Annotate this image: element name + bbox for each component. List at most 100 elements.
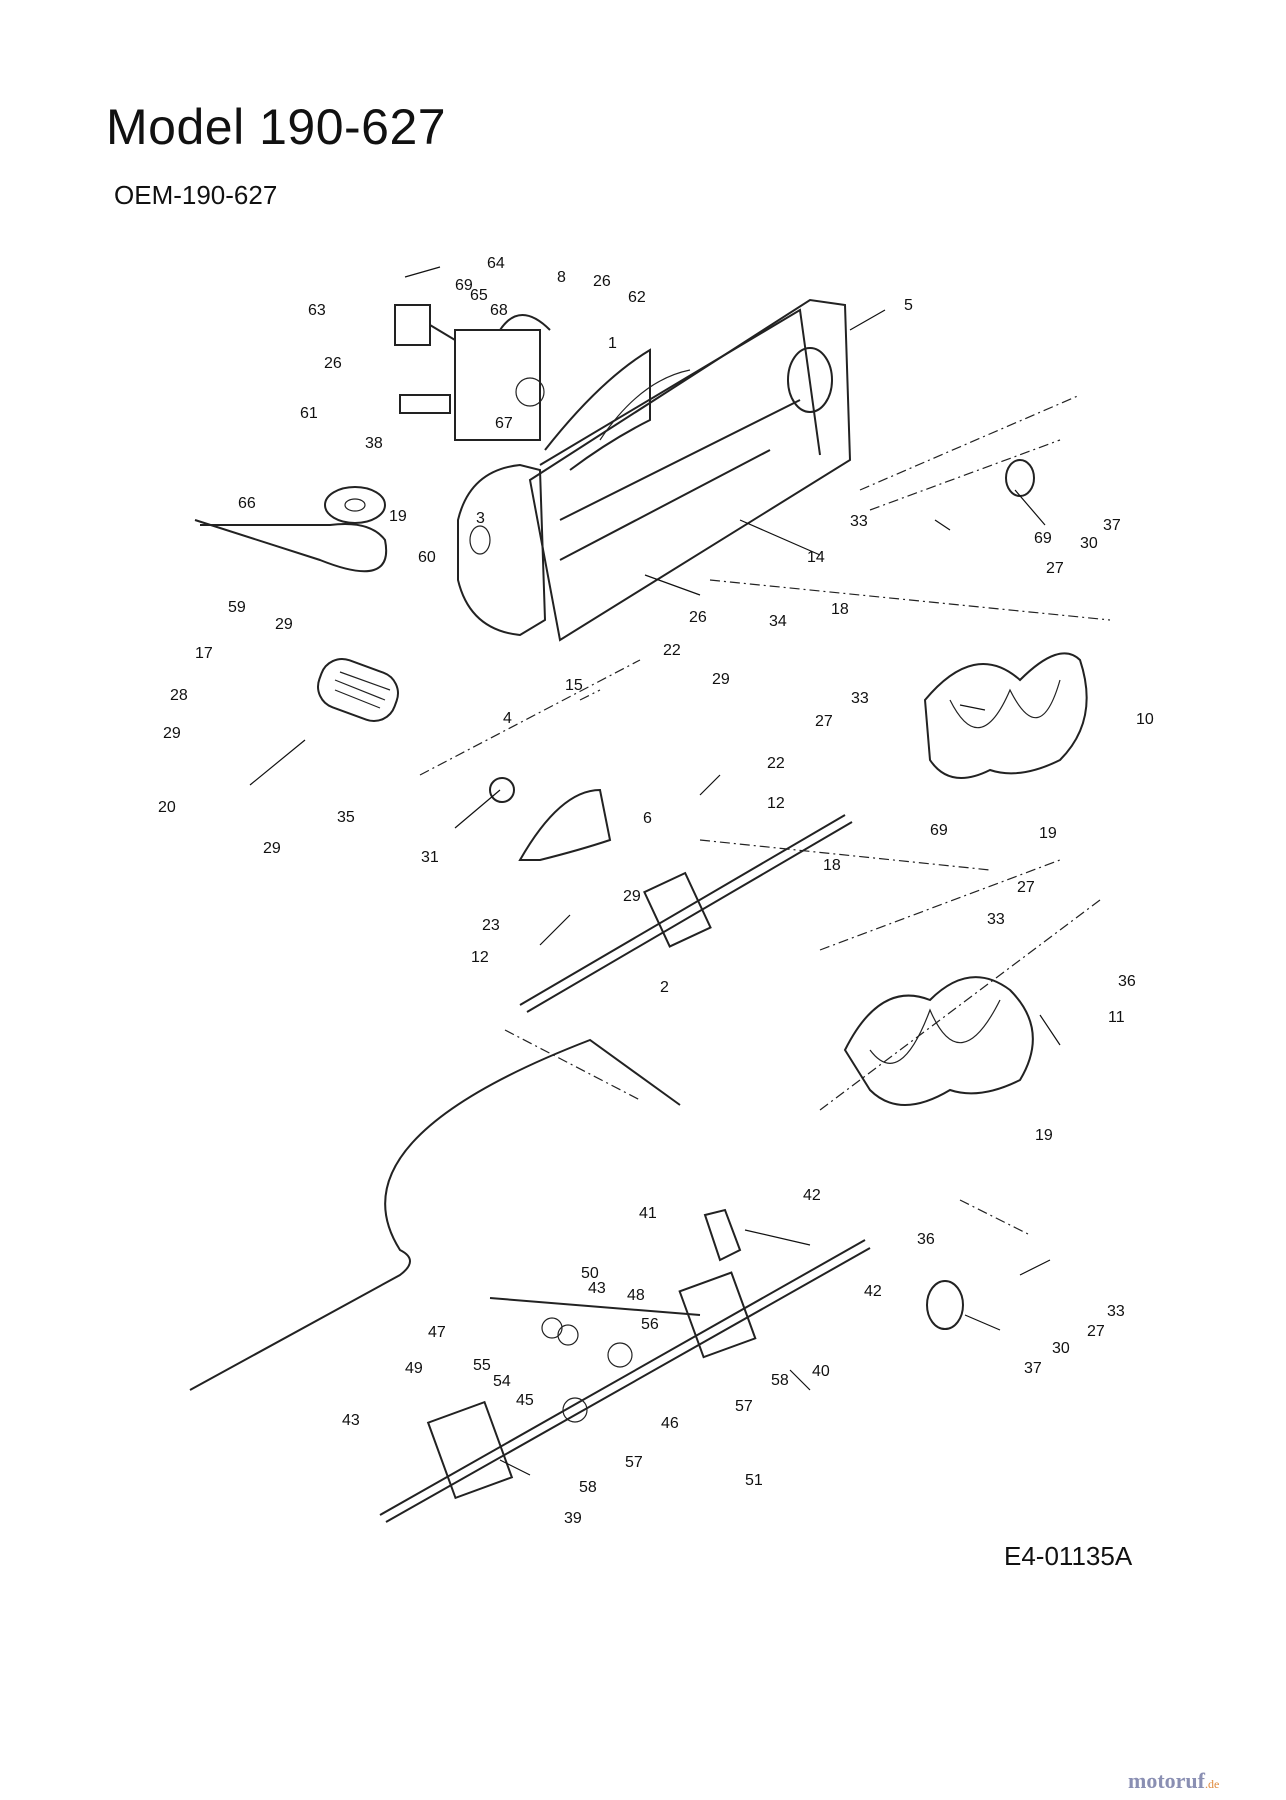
callout-17: 17	[195, 645, 213, 662]
callout-27: 27	[1087, 1323, 1105, 1340]
callout-43: 43	[588, 1280, 606, 1297]
callout-19: 19	[1035, 1127, 1053, 1144]
callout-67: 67	[495, 415, 513, 432]
callout-39: 39	[564, 1510, 582, 1527]
callout-18: 18	[823, 857, 841, 874]
callout-42: 42	[864, 1283, 882, 1300]
watermark-brand: motoruf	[1128, 1768, 1205, 1793]
callout-51: 51	[745, 1472, 763, 1489]
callout-labels: 64 69 8 26 6 5 63 68 62 15 26 61 67 38 66 19 3 60 37 33 69 30…	[158, 255, 1154, 1527]
oem-number: OEM-190-627	[114, 180, 278, 210]
callout-49: 49	[405, 1360, 423, 1377]
guide-lines	[189, 394, 1111, 1391]
callout-31: 31	[421, 849, 439, 866]
callout-56: 56	[641, 1316, 659, 1333]
callout-5: 5	[904, 297, 913, 314]
callout-15: 15	[565, 677, 583, 694]
callout-38: 38	[365, 435, 383, 452]
callout-29: 29	[712, 671, 730, 688]
callout-37: 37	[1103, 517, 1121, 534]
pulley-and-belt	[194, 486, 388, 573]
callout-20: 20	[158, 799, 176, 816]
callout-69: 69	[1034, 530, 1052, 547]
callout-35: 35	[337, 809, 355, 826]
callout-48: 48	[627, 1287, 645, 1304]
callout-3: 3	[476, 510, 485, 527]
watermark-logo: motoruf.de	[1128, 1768, 1219, 1794]
callout-14: 14	[807, 549, 825, 566]
gear-assembly	[379, 1208, 871, 1523]
callout-27: 27	[1046, 560, 1064, 577]
callout-19: 19	[389, 508, 407, 525]
callout-26: 26	[689, 609, 707, 626]
watermark-tld: .de	[1204, 1777, 1220, 1791]
callout-57: 57	[625, 1454, 643, 1471]
callout-58: 58	[579, 1479, 597, 1496]
callout-12: 12	[471, 949, 489, 966]
callout-55: 55	[473, 1357, 491, 1374]
callout-19: 19	[1039, 825, 1057, 842]
callout-60: 60	[418, 549, 436, 566]
callout-33: 33	[1107, 1303, 1125, 1320]
callout-27: 27	[815, 713, 833, 730]
callout-61: 61	[300, 405, 318, 422]
callout-64: 64	[487, 255, 505, 272]
callout-11: 11	[1108, 1009, 1125, 1026]
callout-50: 50	[581, 1265, 599, 1282]
callout-18: 18	[831, 601, 849, 618]
callout-41: 41	[639, 1205, 657, 1222]
auger-housing	[457, 298, 852, 642]
callout-33: 33	[850, 513, 868, 530]
callout-36: 36	[1118, 973, 1136, 990]
callout-57: 57	[735, 1398, 753, 1415]
callout-33: 33	[851, 690, 869, 707]
callout-43: 43	[342, 1412, 360, 1429]
callout-68: 68	[490, 302, 508, 319]
callout-29: 29	[275, 616, 293, 633]
callout-28: 28	[170, 687, 188, 704]
callout-33: 33	[987, 911, 1005, 928]
callout-36: 36	[917, 1231, 935, 1248]
callout-46: 46	[661, 1415, 679, 1432]
callout-22: 22	[767, 755, 785, 772]
callout-29: 29	[263, 840, 281, 857]
callout-30: 30	[1080, 535, 1098, 552]
callout-26: 26	[593, 273, 611, 290]
left-auger-spiral	[923, 652, 1088, 779]
callout-30: 30	[1052, 1340, 1070, 1357]
right-auger-spiral	[843, 976, 1034, 1106]
callout-27: 27	[1017, 879, 1035, 896]
callout-6: 6	[643, 810, 652, 827]
callout-37: 37	[1024, 1360, 1042, 1377]
callout-63: 63	[308, 302, 326, 319]
callout-22: 22	[663, 642, 681, 659]
callout-4: 4	[503, 710, 512, 727]
callout-29: 29	[163, 725, 181, 742]
leader-lines	[249, 266, 1061, 1476]
callout-69: 69	[455, 277, 473, 294]
callout-26: 26	[324, 355, 342, 372]
auger-shaft	[489, 777, 853, 1013]
callout-54: 54	[493, 1373, 511, 1390]
callout-34: 34	[769, 613, 787, 630]
callout-42: 42	[803, 1187, 821, 1204]
callout-66: 66	[238, 495, 256, 512]
belt-guard	[317, 658, 399, 722]
callout-2: 2	[660, 979, 669, 996]
callout-58: 58	[771, 1372, 789, 1389]
page-title: Model 190-627	[106, 99, 447, 155]
drawing-code: E4-01135A	[1004, 1541, 1133, 1571]
callout-29: 29	[623, 888, 641, 905]
callout-62: 62	[628, 289, 646, 306]
callout-10: 10	[1136, 711, 1154, 728]
callout-1: 1	[608, 335, 617, 352]
callout-47: 47	[428, 1324, 446, 1341]
callout-23: 23	[482, 917, 500, 934]
callout-45: 45	[516, 1392, 534, 1409]
callout-69: 69	[930, 822, 948, 839]
callout-59: 59	[228, 599, 246, 616]
callout-40: 40	[812, 1363, 830, 1380]
callout-8: 8	[557, 269, 566, 286]
gearbox-assembly	[394, 304, 551, 441]
